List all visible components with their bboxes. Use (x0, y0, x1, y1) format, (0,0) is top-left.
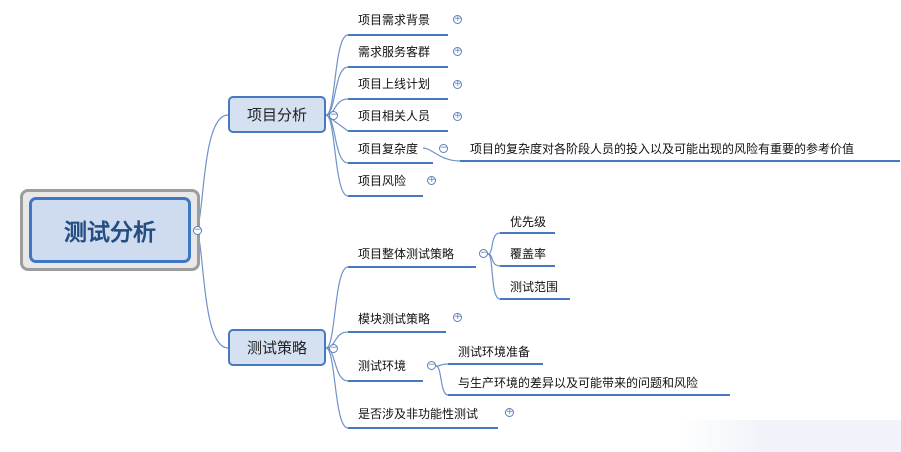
project-item-background-underline (348, 34, 448, 36)
env-child-prepare[interactable]: 测试环境准备 (458, 345, 531, 359)
branch-project-analysis[interactable]: 项目分析 (228, 96, 326, 133)
project-item-people-expand-toggle[interactable]: + (453, 111, 462, 121)
strategy-item-module-underline (348, 331, 446, 333)
project-item-background[interactable]: 项目需求背景 (358, 13, 431, 27)
strategy-item-environment-collapse-toggle[interactable]: − (427, 360, 436, 370)
root-node[interactable]: 测试分析 (20, 189, 200, 271)
project-item-launch-plan[interactable]: 项目上线计划 (358, 77, 431, 91)
project-item-background-expand-toggle[interactable]: + (453, 14, 462, 24)
env-child-prepare-underline (448, 363, 543, 365)
root-label: 测试分析 (29, 197, 191, 263)
project-item-risk-expand-toggle[interactable]: + (427, 175, 436, 185)
strategy-item-overall[interactable]: 项目整体测试策略 (358, 247, 455, 261)
strategy-item-environment-underline (348, 380, 423, 382)
strategy-item-environment[interactable]: 测试环境 (358, 359, 407, 373)
strategy-item-nonfunctional-expand-toggle[interactable]: + (505, 407, 514, 417)
strategy-item-nonfunctional-underline (348, 427, 498, 429)
overall-child-scope-underline (500, 298, 570, 300)
root-collapse-toggle[interactable]: − (193, 225, 202, 235)
project-item-people-underline (348, 130, 448, 132)
project-item-risk[interactable]: 项目风险 (358, 174, 407, 188)
overall-child-priority[interactable]: 优先级 (510, 215, 547, 229)
strategy-item-module[interactable]: 模块测试策略 (358, 312, 431, 326)
corner-fade-overlay (676, 420, 901, 452)
strategy-item-overall-collapse-toggle[interactable]: − (479, 248, 488, 258)
complexity-note-underline (460, 160, 900, 162)
test-strategy-collapse-toggle[interactable]: − (329, 343, 338, 353)
overall-child-scope[interactable]: 测试范围 (510, 280, 559, 294)
env-child-differences-underline (448, 394, 730, 396)
project-item-complexity-underline (348, 162, 433, 164)
strategy-item-overall-underline (348, 266, 476, 268)
project-item-customers-expand-toggle[interactable]: + (453, 46, 462, 56)
overall-child-coverage[interactable]: 覆盖率 (510, 247, 547, 261)
project-item-risk-underline (348, 195, 423, 197)
branch-test-strategy[interactable]: 测试策略 (228, 329, 326, 366)
overall-child-coverage-underline (500, 265, 555, 267)
complexity-note[interactable]: 项目的复杂度对各阶段人员的投入以及可能出现的风险有重要的参考价值 (470, 142, 855, 156)
project-item-people[interactable]: 项目相关人员 (358, 109, 431, 123)
project-item-launch-plan-underline (348, 98, 448, 100)
strategy-item-module-expand-toggle[interactable]: + (453, 312, 462, 322)
strategy-item-nonfunctional[interactable]: 是否涉及非功能性测试 (358, 407, 479, 421)
project-item-customers-underline (348, 66, 448, 68)
env-child-differences[interactable]: 与生产环境的差异以及可能带来的问题和风险 (458, 376, 699, 390)
project-analysis-collapse-toggle[interactable]: − (329, 110, 338, 120)
project-item-complexity[interactable]: 项目复杂度 (358, 142, 419, 156)
overall-child-priority-underline (500, 232, 555, 234)
project-item-complexity-collapse-toggle[interactable]: − (439, 143, 448, 153)
project-item-customers[interactable]: 需求服务客群 (358, 45, 431, 59)
project-item-launch-plan-expand-toggle[interactable]: + (453, 79, 462, 89)
